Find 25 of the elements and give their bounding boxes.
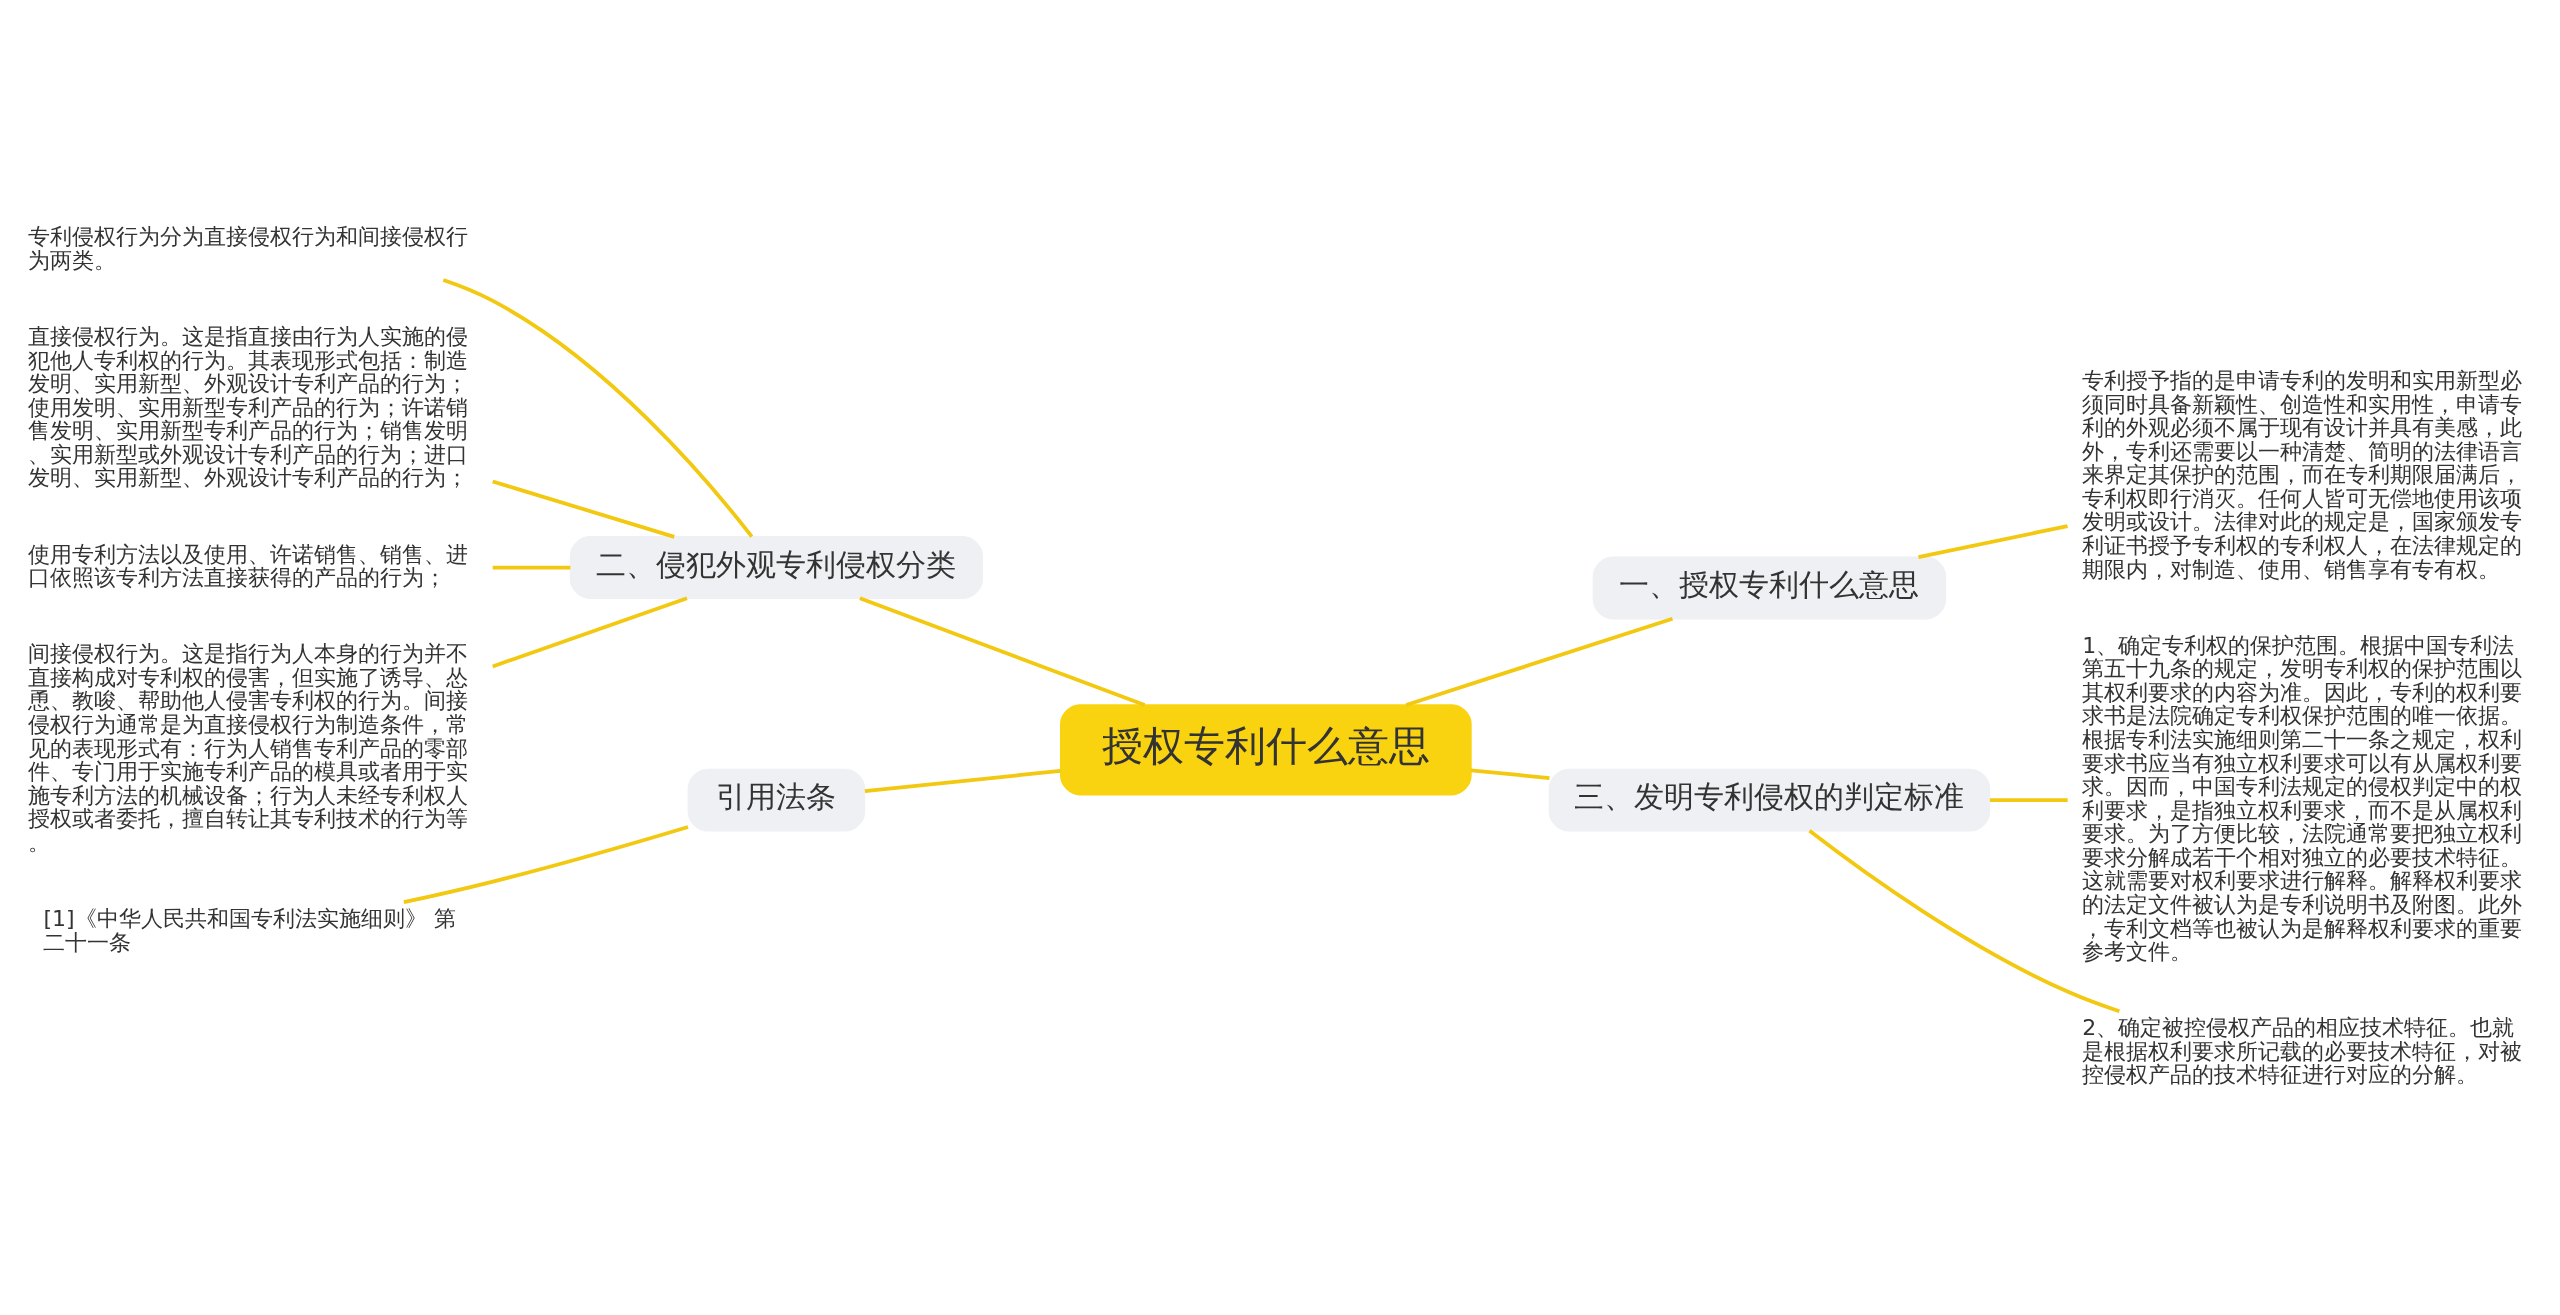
node-text: [1]《中华人民共和国专利法实施细则》 第二十一条 (43, 906, 456, 955)
node-text: 使用专利方法以及使用、许诺销售、销售、进口依照该专利方法直接获得的产品的行为； (28, 541, 469, 591)
node-box: 二、侵犯外观专利侵权分类 (569, 536, 984, 599)
connector (1405, 617, 1674, 707)
node-box: 引用法条 (687, 768, 866, 832)
connector (859, 596, 1146, 707)
connector (1989, 798, 2068, 802)
node-text: 2、确定被控侵权产品的相应技术特征。也就是根据权利要求所记载的必要技术特征，对被控侵权产品的技术特征进行对应的分解。 (2082, 1015, 2523, 1088)
connector (492, 479, 675, 539)
node-text: 直接侵权行为。这是指直接由行为人实施的侵犯他人专利权的行为。其表现形式包括：制造发明、实用新型、外观设计专利产品的行为；使用发明、实用新型专利产品的行为；许诺销售发明、实用新型专利产品的行为；销售发明、实用新型或外观设计专利产品的行为；进口发明、实用新型、外观设计专利产品的行为； (28, 323, 469, 491)
connector (864, 769, 1061, 793)
node-text: 间接侵权行为。这是指行为人本身的行为并不直接构成对专利权的侵害，但实施了诱导、怂恿、教唆、帮助他人侵害专利权的行为。间接侵权行为通常是为直接侵权行为制造条件，常见的表现形式有：行为人销售专利产品的零部件、专门用于实施专利产品的模具或者用于实施专利方法的机械设备；行为人未经专利权人授权或者委托，擅自转让其专利技术的行为等。 (28, 641, 469, 855)
node-text: 1、确定专利权的保护范围。根据中国专利法第五十九条的规定，发明专利权的保护范围以其权利要求的内容为准。因此，专利的权利要求书是法院确定专利权保护范围的唯一依据。根据专利法实施细则第二十一条之规定，权利要求书应当有独立权利要求可以有从属权利要求。因而，中国专利法规定的侵权判定中的权利要求，是指独立权利要求，而不是从属权利要求。为了方便比较，法院通常要把独立权利要求分解成若干个相对独立的必要技术特征。这就需要对权利要求进行解释。解释权利要求的法定文件被认为是专利说明书及附图。此外，专利文档等也被认为是解释权利要求的重要参考文件。 (2082, 632, 2523, 965)
connector (1808, 829, 2120, 1013)
connector (492, 596, 688, 669)
connector (1918, 524, 2068, 560)
node-box: 授权专利什么意思 (1060, 704, 1472, 796)
connector (403, 825, 689, 905)
node-box: 一、授权专利什么意思 (1592, 556, 1947, 620)
node-text: 专利侵权行为分为直接侵权行为和间接侵权行为两类。 (28, 224, 469, 273)
connector (492, 565, 571, 570)
connector (442, 278, 754, 538)
node-box: 三、发明专利侵权的判定标准 (1548, 768, 1991, 832)
connector (1470, 768, 1550, 780)
node-text: 专利授予指的是申请专利的发明和实用新型必须同时具备新颖性、创造性和实用性，申请专利的外观必须不属于现有设计并具有美感，此外，专利还需要以一种清楚、简明的法律语言来界定其保护的范围，而在专利期限届满后，专利权即行消灭。任何人皆可无偿地使用该项发明或设计。法律对此的规定是，国家颁发专利证书授予专利权的专利权人，在法律规定的期限内，对制造、使用、销售享有专有权。 (2082, 367, 2523, 582)
